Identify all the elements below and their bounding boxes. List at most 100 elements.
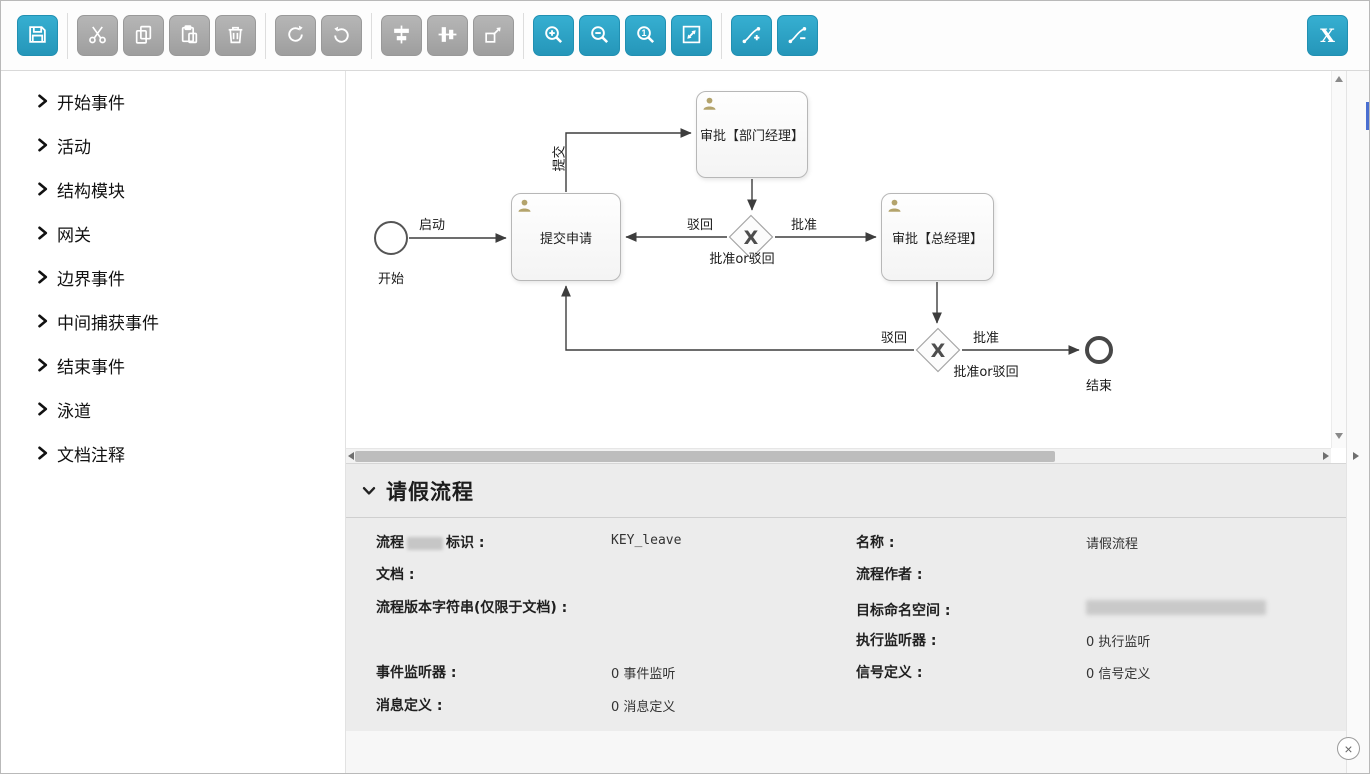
palette-item-activities[interactable]: 活动: [1, 123, 345, 167]
task-label: 审批【总经理】: [891, 231, 983, 247]
paste-button[interactable]: [169, 15, 210, 56]
diagram-canvas[interactable]: 开始 提交申请 审批【部门经理】 审批【总经理】 X X 结束 启动 提交 驳回…: [346, 71, 1331, 448]
gateway2-caption: 批准or驳回: [953, 365, 1019, 380]
page-close-button[interactable]: ×: [1337, 737, 1360, 760]
chevron-right-icon: [37, 358, 48, 372]
palette-item-start-events[interactable]: 开始事件: [1, 79, 345, 123]
message-definitions-value[interactable]: 0 消息定义: [611, 700, 676, 715]
copy-button[interactable]: [123, 15, 164, 56]
palette-item-label: 网关: [57, 225, 91, 246]
palette-item-gateways[interactable]: 网关: [1, 211, 345, 255]
palette-item-label: 文档注释: [57, 445, 125, 466]
properties-panel: 请假流程 流程标识 : KEY_leave 名称 : 请假流程 文档 : 流程作…: [346, 463, 1346, 731]
start-event-label: 开始: [377, 272, 404, 287]
flow-gateway2-reject-to-submit[interactable]: [561, 285, 914, 351]
task-label: 审批【部门经理】: [699, 129, 804, 144]
flow-label-submit: 提交: [552, 145, 568, 172]
gateway-x-marker: X: [744, 227, 759, 249]
chevron-right-icon: [37, 94, 48, 108]
palette-item-swimlanes[interactable]: 泳道: [1, 387, 345, 431]
palette-sidebar: 开始事件 活动 结构模块 网关 边界事件 中间捕获事件 结束事件 泳道: [1, 71, 346, 773]
gateway-x-marker: X: [931, 340, 946, 362]
zoom-out-icon: [589, 24, 610, 48]
close-designer-button[interactable]: X: [1307, 15, 1348, 56]
cut-button[interactable]: [77, 15, 118, 56]
palette-item-artifacts[interactable]: 文档注释: [1, 431, 345, 475]
end-event-node[interactable]: [1085, 336, 1113, 364]
align-horizontal-button[interactable]: [427, 15, 468, 56]
zoom-fit-button[interactable]: [671, 15, 712, 56]
save-icon: [27, 24, 48, 48]
event-listener-value[interactable]: 0 事件监听: [611, 667, 676, 682]
save-button[interactable]: [17, 15, 58, 56]
palette-item-label: 中间捕获事件: [57, 313, 159, 334]
message-definitions-label: 消息定义 :: [376, 698, 443, 714]
cut-icon: [87, 24, 108, 48]
bottom-strip: [346, 731, 1369, 773]
task-approve-general-manager[interactable]: 审批【总经理】: [881, 193, 994, 281]
redo-button[interactable]: [275, 15, 316, 56]
undo-button[interactable]: [321, 15, 362, 56]
palette-item-boundary-events[interactable]: 边界事件: [1, 255, 345, 299]
horizontal-scroll-thumb[interactable]: [355, 451, 1055, 462]
palette-item-label: 边界事件: [57, 269, 125, 290]
chevron-right-icon: [37, 314, 48, 328]
scroll-left-arrow[interactable]: [348, 452, 354, 460]
right-edge-accent: [1366, 102, 1369, 130]
trash-icon: [225, 24, 246, 48]
zoom-actual-button[interactable]: 1: [625, 15, 666, 56]
flow-label-reject-2: 驳回: [880, 331, 907, 346]
signal-definitions-label: 信号定义 :: [856, 665, 923, 681]
canvas-vertical-scrollbar[interactable]: [1331, 71, 1346, 448]
flow-label-launch: 启动: [418, 218, 445, 233]
collapse-chevron-icon: [362, 481, 376, 500]
remove-bendpoint-icon: [787, 24, 808, 48]
scroll-down-arrow[interactable]: [1335, 433, 1343, 439]
palette-item-structural[interactable]: 结构模块: [1, 167, 345, 211]
palette-item-intermediate-catching-events[interactable]: 中间捕获事件: [1, 299, 345, 343]
zoom-actual-icon: 1: [635, 24, 656, 48]
end-event-label: 结束: [1085, 379, 1112, 394]
properties-header[interactable]: 请假流程: [346, 464, 1346, 518]
flow-submit-to-dept-manager[interactable]: [565, 128, 692, 192]
user-task-icon: [887, 198, 902, 217]
zoom-in-button[interactable]: [533, 15, 574, 56]
execution-listener-label: 执行监听器 :: [856, 633, 937, 649]
task-submit-request[interactable]: 提交申请: [511, 193, 621, 281]
zoom-out-button[interactable]: [579, 15, 620, 56]
strip-scroll-right-arrow[interactable]: [1353, 452, 1359, 460]
resize-icon: [483, 24, 504, 48]
toolbar: 1 X: [1, 1, 1369, 71]
process-name-value[interactable]: 请假流程: [1086, 537, 1139, 552]
toolbar-separator: [371, 12, 372, 59]
palette-item-end-events[interactable]: 结束事件: [1, 343, 345, 387]
align-horizontal-icon: [437, 24, 458, 48]
process-key-value[interactable]: KEY_leave: [611, 533, 682, 548]
namespace-label: 目标命名空间 :: [856, 603, 951, 619]
event-listener-label: 事件监听器 :: [376, 665, 457, 681]
exclusive-gateway-1[interactable]: X: [728, 214, 774, 260]
toolbar-separator: [67, 12, 68, 59]
palette-item-label: 开始事件: [57, 93, 125, 114]
execution-listener-value[interactable]: 0 执行监听: [1086, 635, 1151, 650]
documentation-label: 文档 :: [376, 567, 415, 583]
chevron-right-icon: [37, 182, 48, 196]
task-label: 提交申请: [539, 231, 592, 247]
align-vertical-button[interactable]: [381, 15, 422, 56]
canvas-horizontal-scrollbar[interactable]: [346, 448, 1331, 463]
signal-definitions-value[interactable]: 0 信号定义: [1086, 667, 1151, 682]
scroll-up-arrow[interactable]: [1335, 76, 1343, 82]
exclusive-gateway-2[interactable]: X: [915, 327, 961, 373]
delete-button[interactable]: [215, 15, 256, 56]
namespace-value-redacted[interactable]: [1086, 600, 1266, 615]
remove-bendpoint-button[interactable]: [777, 15, 818, 56]
palette-item-label: 结构模块: [57, 181, 125, 202]
scroll-right-arrow[interactable]: [1323, 452, 1329, 460]
gateway1-caption: 批准or驳回: [709, 252, 775, 267]
same-size-button[interactable]: [473, 15, 514, 56]
start-event-node[interactable]: [374, 221, 408, 255]
task-approve-dept-manager[interactable]: 审批【部门经理】: [696, 91, 808, 178]
add-bendpoint-button[interactable]: [731, 15, 772, 56]
toolbar-separator: [523, 12, 524, 59]
